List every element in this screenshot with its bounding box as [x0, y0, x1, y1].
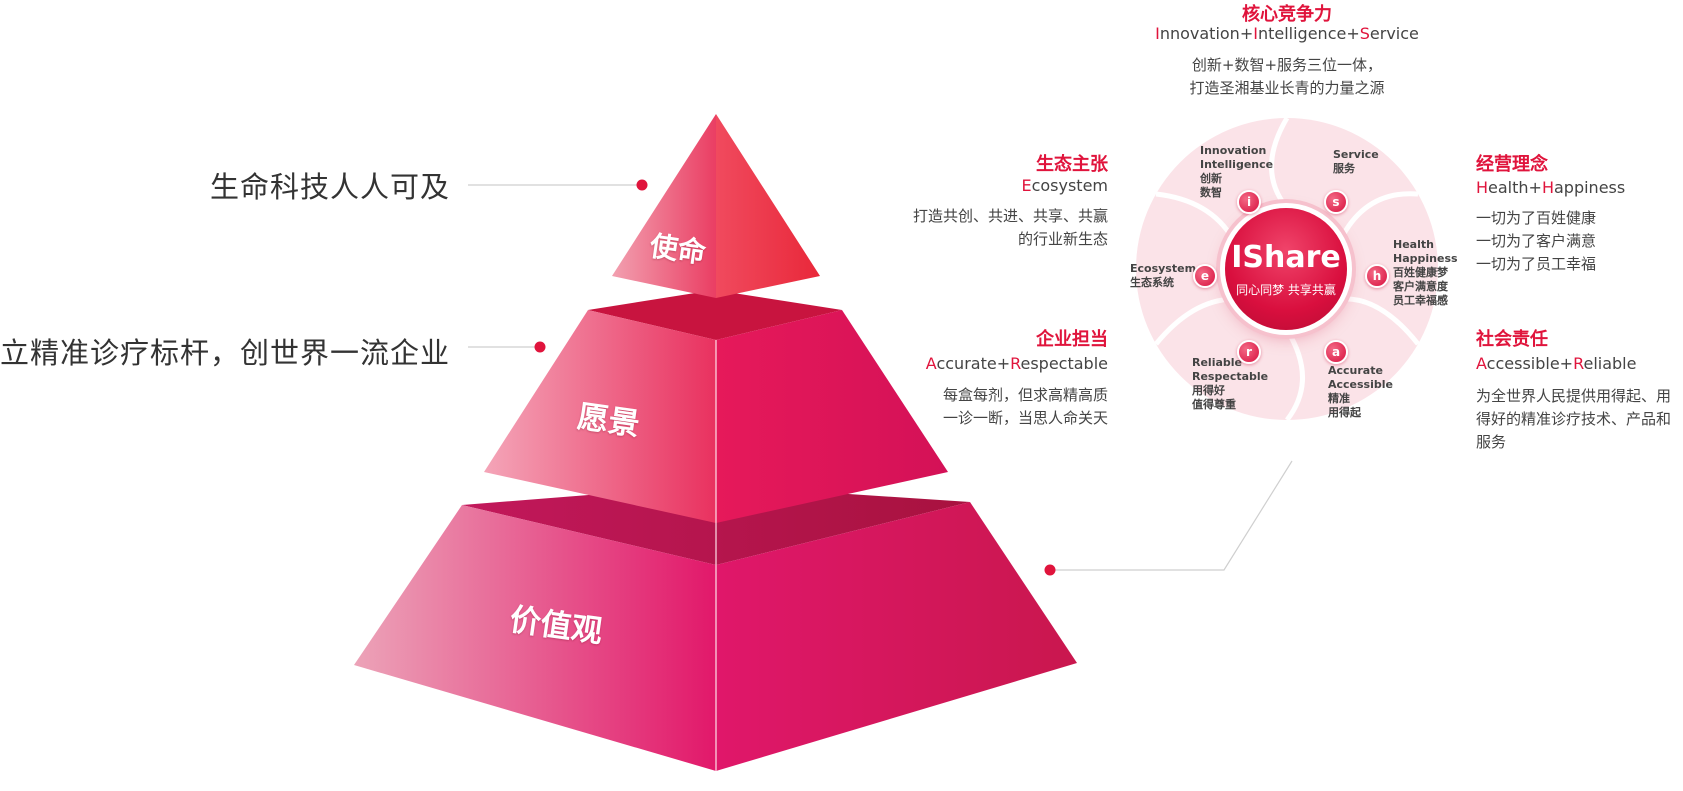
segment-a-dot: a: [1324, 340, 1348, 364]
philosophy-description: 一切为了百姓健康 一切为了客户满意 一切为了员工幸福: [1476, 209, 1597, 273]
enterprise-subtitle: Accurate+Respectable: [925, 354, 1108, 373]
enterprise-description: 每盒每剂，但求高精高质 一诊一断，当思人命关天: [942, 386, 1108, 427]
ecosystem-title: 生态主张: [1036, 154, 1108, 175]
hub-title: IShare: [1231, 240, 1341, 275]
segment-h-label: Health Happiness 百姓健康梦 客户满意度 员工幸福感: [1393, 238, 1458, 307]
pyramid-bottom-tier: [354, 485, 1077, 771]
segment-r-label: Reliable Respectable 用得好 值得尊重: [1192, 356, 1269, 411]
philosophy-subtitle: Health+Happiness: [1476, 178, 1626, 197]
core-subtitle: Innovation+Intelligence+Service: [1155, 24, 1419, 43]
pyramid-connectors: [468, 179, 1293, 576]
segment-i-dot: i: [1237, 190, 1261, 214]
social-title: 社会责任: [1476, 329, 1548, 350]
tier-label-vision: 愿景: [575, 398, 642, 444]
philosophy-title: 经营理念: [1476, 154, 1548, 175]
social-subtitle: Accessible+Reliable: [1476, 354, 1637, 373]
core-description: 创新+数智+服务三位一体， 打造圣湘基业长青的力量之源: [1189, 56, 1385, 97]
ecosystem-subtitle: Ecosystem: [1021, 176, 1108, 195]
segment-r-dot: r: [1237, 340, 1261, 364]
ecosystem-description: 打造共创、共进、共享、共赢 的行业新生态: [912, 207, 1108, 248]
core-title: 核心竞争力: [1242, 4, 1332, 25]
tier-label-mission: 使命: [647, 229, 708, 270]
vision-statement: 立精准诊疗标杆，创世界一流企业: [0, 336, 451, 370]
enterprise-title: 企业担当: [1036, 329, 1108, 350]
segment-e-label: Ecosystem 生态系统: [1130, 262, 1197, 289]
pyramid-middle-tier: [484, 290, 948, 523]
ishare-hub: IShare 同心同梦 共享共赢: [1225, 208, 1347, 330]
segment-i-label: Innovation Intelligence 创新 数智: [1200, 144, 1274, 199]
segment-a-label: Accurate Accessible 精准 用得起: [1328, 364, 1393, 419]
segment-h-dot: h: [1365, 264, 1389, 288]
segment-s-dot: s: [1324, 190, 1348, 214]
social-description: 为全世界人民提供用得起、用 得好的精准诊疗技术、产品和 服务: [1476, 387, 1672, 451]
wheel-dividers: [1154, 116, 1420, 422]
segment-e-dot: e: [1193, 264, 1217, 288]
mission-statement: 生命科技人人可及: [210, 170, 451, 204]
pyramid-top-tier: [612, 114, 820, 298]
segment-s-label: Service 服务: [1333, 148, 1379, 175]
hub-subtitle: 同心同梦 共享共赢: [1236, 283, 1336, 297]
